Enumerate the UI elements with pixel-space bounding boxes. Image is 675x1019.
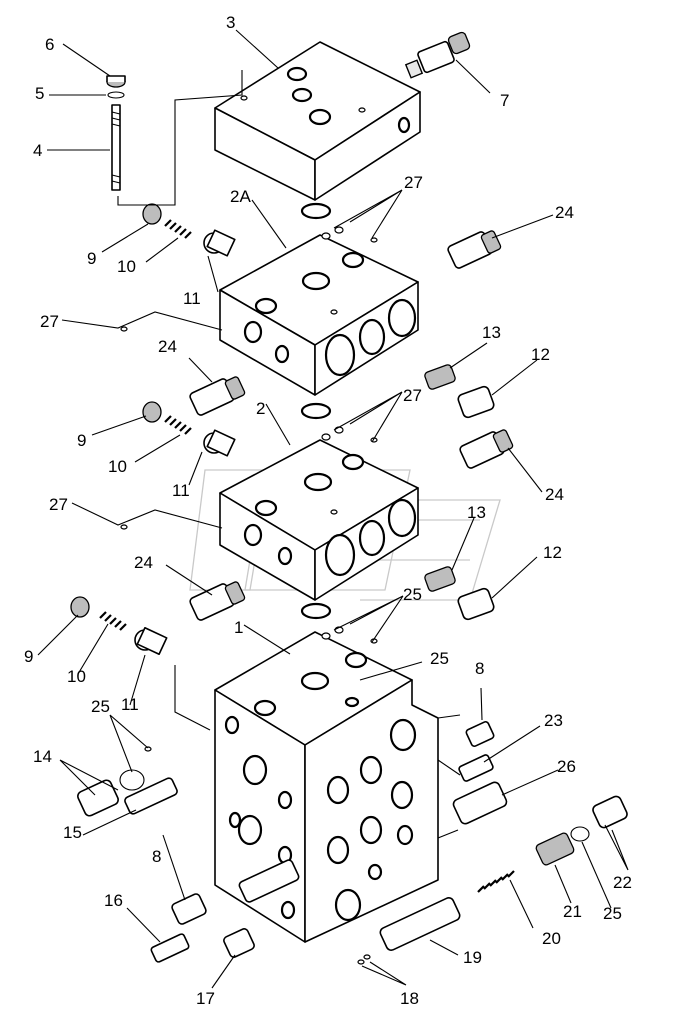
- callout-labels: 1 2 2A 3 4 5 6 7 8 8 9 9 9 10 10 10 11 1…: [24, 13, 632, 1008]
- callout-21: 21: [563, 902, 582, 921]
- callout-18: 18: [400, 989, 419, 1008]
- callout-16: 16: [104, 891, 123, 910]
- callout-8b: 8: [152, 847, 161, 866]
- callout-24d: 24: [134, 553, 153, 572]
- callout-22: 22: [613, 873, 632, 892]
- callout-5: 5: [35, 84, 44, 103]
- pressure-switch-7: [404, 31, 471, 79]
- callout-8a: 8: [475, 659, 484, 678]
- callout-27b: 27: [40, 312, 59, 331]
- callout-10c: 10: [67, 667, 86, 686]
- callout-12a: 12: [531, 345, 550, 364]
- callout-26: 26: [557, 757, 576, 776]
- callout-27d: 27: [49, 495, 68, 514]
- plug-spring-spool-sets: [70, 203, 236, 656]
- callout-27a: 27: [404, 173, 423, 192]
- check-valves-13: [424, 364, 456, 592]
- tie-bolt-assembly: [106, 75, 126, 191]
- relief-valves-24: [189, 230, 514, 621]
- callout-25a: 25: [403, 585, 422, 604]
- top-cover-block: [214, 41, 421, 201]
- section-2a-block: [219, 234, 419, 396]
- callout-24c: 24: [545, 485, 564, 504]
- callout-9c: 9: [24, 647, 33, 666]
- callout-25c: 25: [91, 697, 110, 716]
- callout-2a: 2A: [230, 187, 251, 206]
- callout-11b: 11: [172, 481, 190, 500]
- callout-9a: 9: [87, 249, 96, 268]
- callout-12b: 12: [543, 543, 562, 562]
- callout-24a: 24: [555, 203, 574, 222]
- callout-1: 1: [234, 618, 243, 637]
- callout-19: 19: [463, 948, 482, 967]
- section-2-block: [219, 439, 419, 601]
- callout-6: 6: [45, 35, 54, 54]
- callout-15: 15: [63, 823, 82, 842]
- callout-10b: 10: [108, 457, 127, 476]
- callout-11a: 11: [183, 289, 201, 308]
- callout-24b: 24: [158, 337, 177, 356]
- callout-9b: 9: [77, 431, 86, 450]
- callout-17: 17: [196, 989, 215, 1008]
- callout-25b: 25: [430, 649, 449, 668]
- callout-4: 4: [33, 141, 42, 160]
- plugs-12: [457, 385, 495, 621]
- callout-13b: 13: [467, 503, 486, 522]
- callout-3: 3: [226, 13, 235, 32]
- base-section-fittings: [77, 720, 628, 965]
- callout-25d: 25: [603, 904, 622, 923]
- leader-lines: [37, 29, 629, 989]
- callout-13a: 13: [482, 323, 501, 342]
- callout-11c: 11: [121, 695, 139, 714]
- callout-27c: 27: [403, 386, 422, 405]
- callout-20: 20: [542, 929, 561, 948]
- callout-23: 23: [544, 711, 563, 730]
- callout-2: 2: [256, 399, 265, 418]
- callout-14: 14: [33, 747, 52, 766]
- callout-7: 7: [500, 91, 509, 110]
- callout-10a: 10: [117, 257, 136, 276]
